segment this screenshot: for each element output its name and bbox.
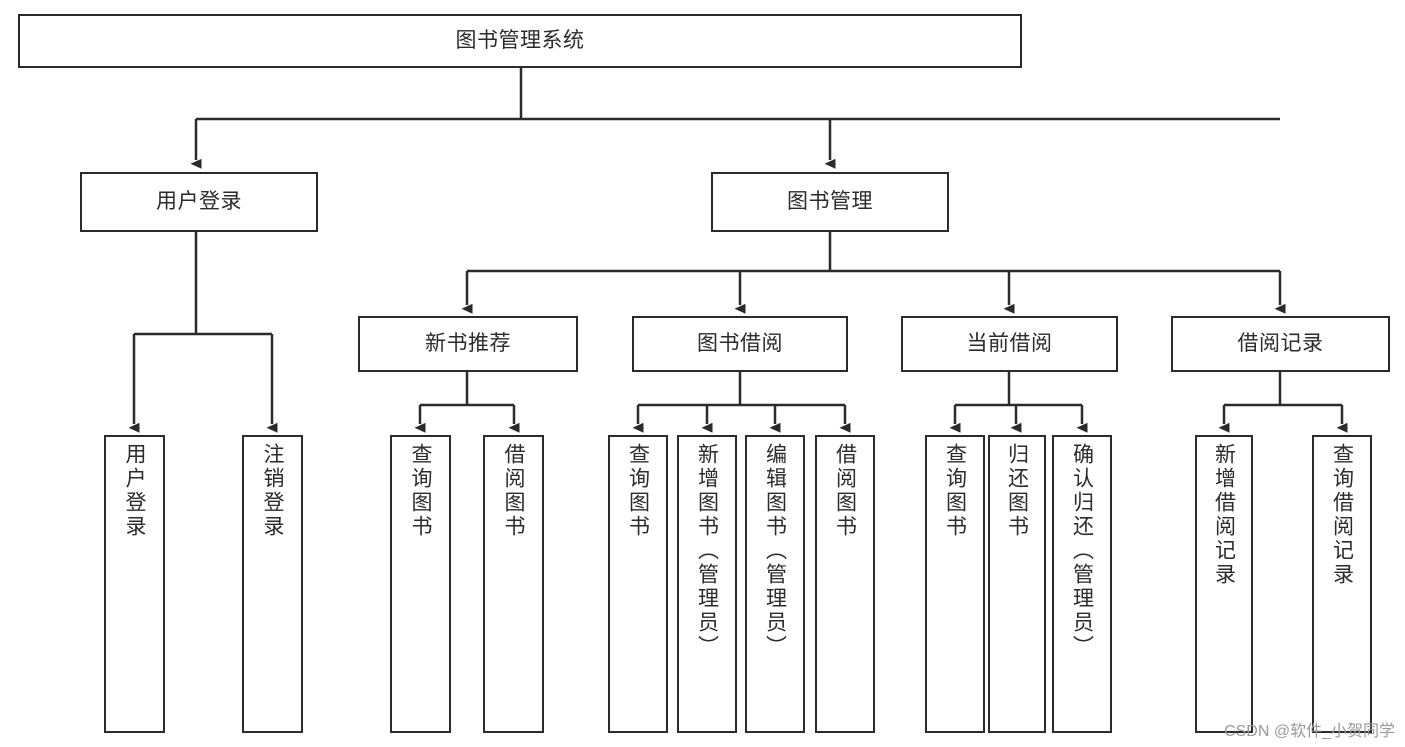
node-label: 查询借阅记录: [1330, 443, 1354, 587]
node-leaf-query-book-recommend[interactable]: 查询图书: [390, 435, 451, 733]
node-new-book-recommend[interactable]: 新书推荐: [358, 316, 578, 372]
node-label: 新增借阅记录: [1212, 443, 1236, 587]
node-leaf-confirm-return-admin[interactable]: 确认归还（管理员）: [1052, 435, 1112, 733]
node-current-borrow[interactable]: 当前借阅: [901, 316, 1118, 372]
node-label: 新增图书（管理员）: [695, 443, 719, 659]
node-label: 编辑图书（管理员）: [763, 443, 787, 659]
node-label: 查询图书: [943, 443, 967, 539]
node-leaf-borrow-book[interactable]: 借阅图书: [815, 435, 875, 733]
node-user-login[interactable]: 用户登录: [80, 172, 318, 232]
csdn-watermark: CSDN @软件_小贺同学: [1224, 723, 1395, 740]
node-leaf-edit-book-admin[interactable]: 编辑图书（管理员）: [745, 435, 805, 733]
node-label: 新书推荐: [425, 331, 511, 355]
node-leaf-query-book-borrow[interactable]: 查询图书: [608, 435, 668, 733]
node-leaf-logout[interactable]: 注销登录: [242, 435, 303, 733]
node-label: 借阅图书: [833, 443, 857, 539]
node-leaf-add-book-admin[interactable]: 新增图书（管理员）: [677, 435, 737, 733]
node-leaf-query-borrow-record[interactable]: 查询借阅记录: [1312, 435, 1372, 733]
node-leaf-add-borrow-record[interactable]: 新增借阅记录: [1195, 435, 1253, 733]
node-label: 图书管理系统: [455, 28, 585, 52]
node-label: 借阅记录: [1237, 331, 1324, 355]
node-book-borrow[interactable]: 图书借阅: [632, 316, 848, 372]
node-book-management[interactable]: 图书管理: [711, 172, 949, 232]
node-label: 图书借阅: [697, 331, 783, 355]
node-leaf-query-book-current[interactable]: 查询图书: [925, 435, 985, 733]
node-label: 借阅图书: [502, 443, 525, 539]
node-label: 用户登录: [156, 189, 242, 213]
node-borrow-record[interactable]: 借阅记录: [1171, 316, 1390, 372]
node-label: 用户登录: [123, 443, 146, 539]
node-label: 确认归还（管理员）: [1070, 443, 1094, 659]
node-root-book-management-system[interactable]: 图书管理系统: [18, 14, 1022, 68]
node-leaf-borrow-book-recommend[interactable]: 借阅图书: [483, 435, 544, 733]
node-label: 查询图书: [626, 443, 650, 539]
node-label: 图书管理: [787, 189, 873, 213]
node-label: 查询图书: [409, 443, 432, 539]
node-leaf-user-login[interactable]: 用户登录: [104, 435, 165, 733]
node-label: 归还图书: [1005, 443, 1029, 539]
node-label: 当前借阅: [966, 331, 1053, 355]
node-leaf-return-book[interactable]: 归还图书: [988, 435, 1046, 733]
node-label: 注销登录: [261, 443, 284, 539]
